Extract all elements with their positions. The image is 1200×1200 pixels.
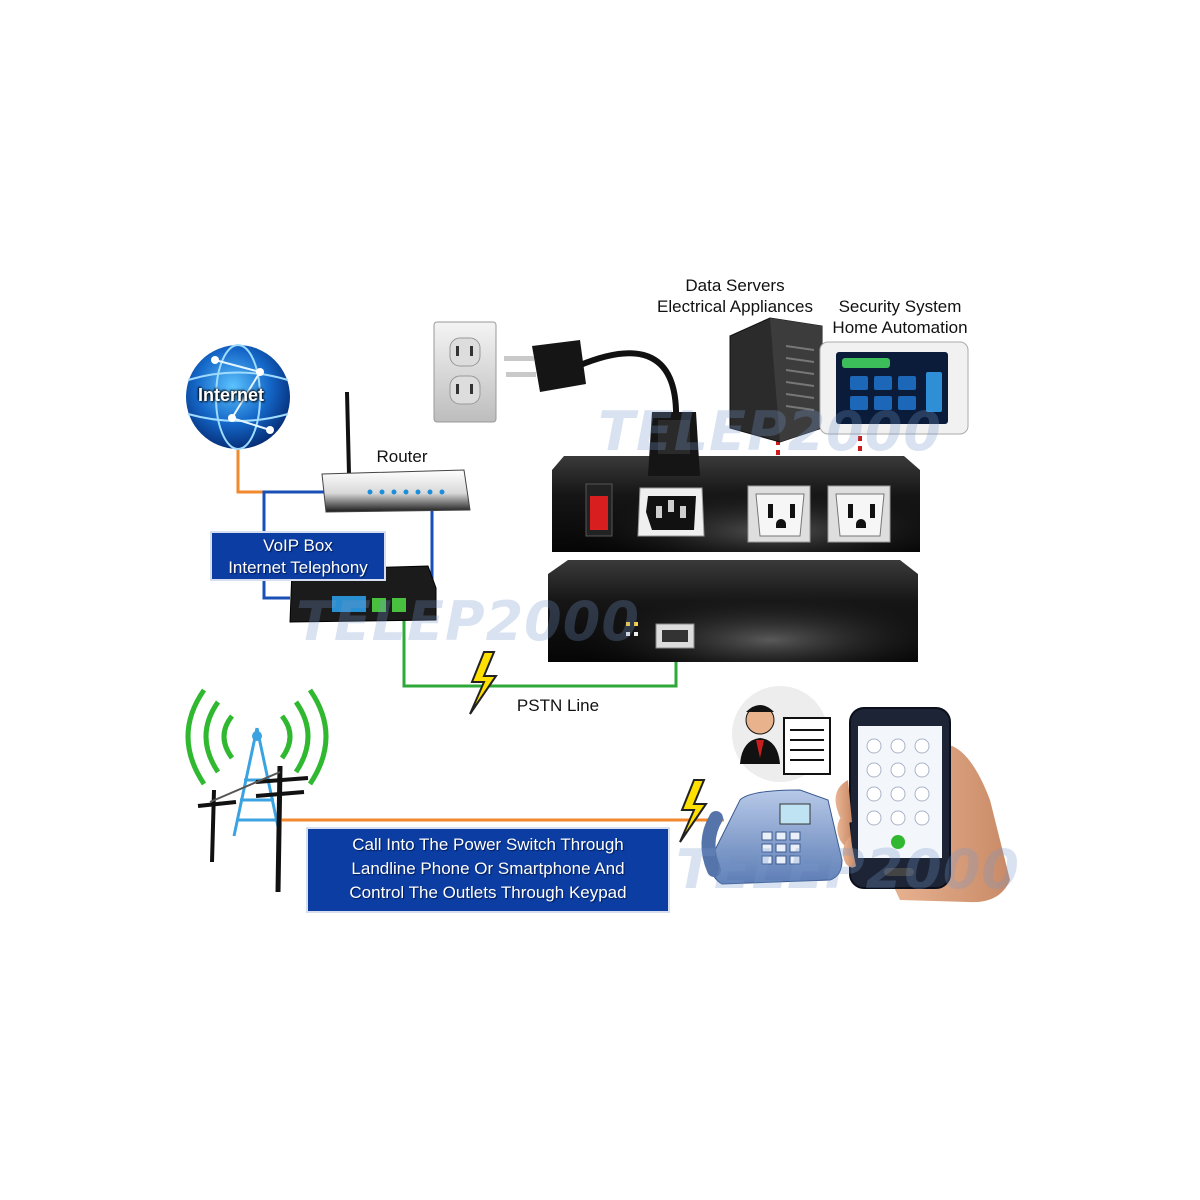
control-unit-icon bbox=[548, 560, 918, 662]
security-panel-icon bbox=[819, 341, 969, 435]
voip-box-label: VoIP Box Internet Telephony bbox=[210, 531, 386, 581]
data-servers-label: Data Servers Electrical Appliances bbox=[646, 275, 824, 317]
server-tower-icon bbox=[729, 317, 823, 443]
pstn-line-label: PSTN Line bbox=[516, 696, 600, 715]
router-icon bbox=[321, 391, 471, 513]
internet-link-line bbox=[236, 448, 330, 494]
smartphone-icon bbox=[835, 707, 1010, 903]
data-servers-line-1: Data Servers bbox=[685, 276, 785, 295]
lightning-bolt-icon bbox=[469, 651, 498, 715]
power-switch-icon bbox=[552, 412, 920, 552]
watermark: TELEP2000 bbox=[598, 400, 942, 463]
data-servers-line-2: Electrical Appliances bbox=[657, 297, 813, 316]
voip-box-line-2: Internet Telephony bbox=[228, 558, 368, 577]
pstn-line bbox=[402, 618, 678, 688]
power-cord bbox=[576, 350, 680, 450]
security-line-2: Home Automation bbox=[832, 318, 968, 337]
watermark: TELEP2000 bbox=[296, 590, 640, 653]
voip-box-line-1: VoIP Box bbox=[263, 536, 333, 555]
call-instructions-box: Call Into The Power Switch Through Landl… bbox=[306, 827, 670, 913]
globe-icon bbox=[186, 344, 290, 450]
lightning-bolt-icon bbox=[679, 779, 708, 843]
call-line-2: Landline Phone Or Smartphone And bbox=[351, 859, 625, 878]
security-line-1: Security System bbox=[838, 297, 962, 316]
security-system-label: Security System Home Automation bbox=[822, 296, 978, 338]
operator-avatar-icon bbox=[732, 686, 831, 782]
desk-phone-icon bbox=[701, 789, 843, 885]
call-line-1: Call Into The Power Switch Through bbox=[352, 835, 624, 854]
power-plug-icon bbox=[504, 340, 586, 392]
internet-label: Internet bbox=[198, 385, 265, 405]
router-label: Router bbox=[376, 447, 428, 466]
watermark: TELEP2000 bbox=[676, 838, 1020, 901]
cell-tower-icon bbox=[185, 688, 329, 893]
call-line-3: Control The Outlets Through Keypad bbox=[349, 883, 627, 902]
wall-outlet-icon bbox=[433, 321, 497, 423]
